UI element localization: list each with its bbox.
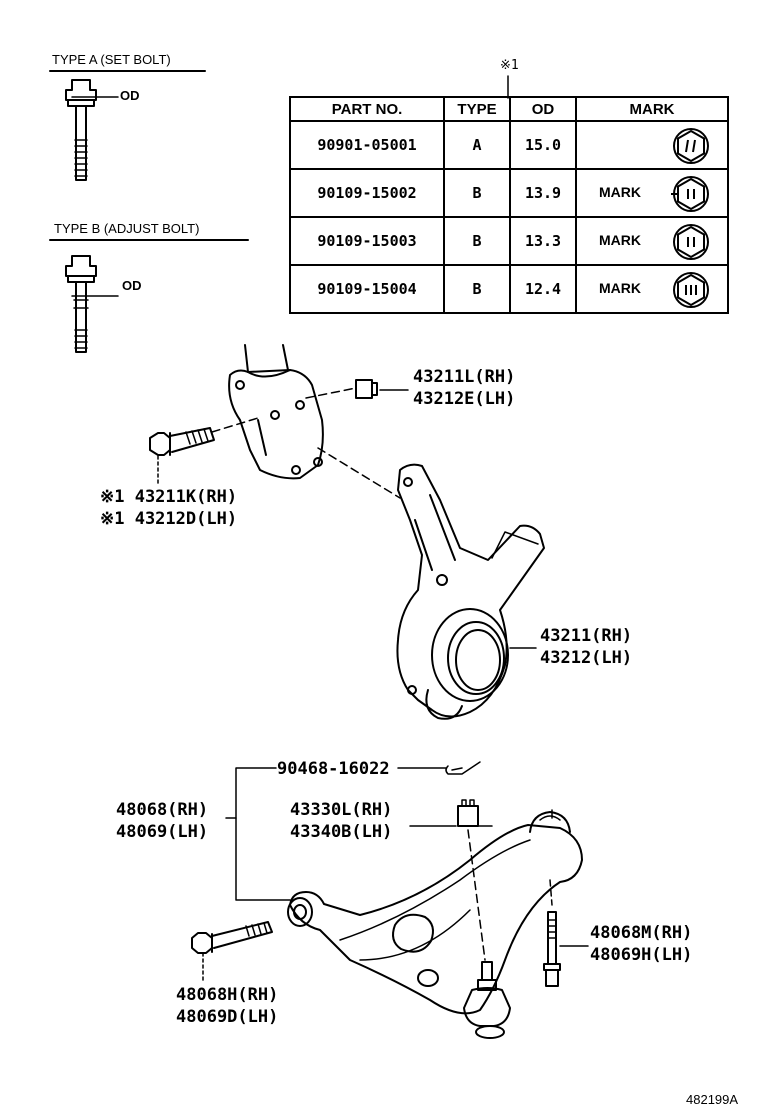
callout-front-bolt-rh: 48068H(RH) [176,985,279,1005]
steering-knuckle-icon [396,463,545,720]
type-a-od-label: OD [120,88,140,103]
lower-control-arm-icon [287,824,583,1015]
mark-word: MARK [599,184,641,200]
callout-lower-arm-rh: 48068(RH) [116,800,209,820]
header-part-no: PART NO. [289,96,445,122]
cell-type: B [443,264,511,314]
callout-rear-bolt-lh: 48069H(LH) [590,945,693,965]
table-header-row: PART NO. TYPE OD MARK [289,96,729,122]
rear-bolt-icon [543,911,561,987]
type-b-od-label: OD [122,278,142,293]
lower-arm-bracket [235,767,291,901]
bolt-spec-table: PART NO. TYPE OD MARK 90901-05001 A 15.0… [289,96,729,314]
callout-nut-top-rh: 43211L(RH) [413,367,516,387]
header-type: TYPE [443,96,511,122]
callout-knuckle-lh: 43212(LH) [540,648,633,668]
mark-word: MARK [599,232,641,248]
cell-mark: MARK [575,216,729,266]
cell-type: B [443,216,511,266]
callout-nut-top-lh: 43212E(LH) [413,389,516,409]
callout-knuckle-rh: 43211(RH) [540,626,633,646]
type-a-title: TYPE A (SET BOLT) [52,52,171,67]
callout-bolt-top-lh: ※1 43212D(LH) [100,509,238,529]
callout-ball-joint-lh: 43340B(LH) [290,822,393,842]
cell-type: B [443,168,511,218]
lower-ball-joint-icon [463,961,511,1039]
mark-symbol-set-bolt-icon [673,128,709,164]
type-b-title: TYPE B (ADJUST BOLT) [54,221,200,236]
table-row: 90901-05001 A 15.0 [289,120,729,170]
cell-od: 15.0 [509,120,577,170]
cell-mark [575,120,729,170]
header-mark: MARK [575,96,729,122]
cell-od: 13.9 [509,168,577,218]
upper-ball-joint-icon [529,809,571,833]
cell-mark: MARK [575,168,729,218]
cell-part-no: 90109-15003 [289,216,445,266]
cell-part-no: 90901-05001 [289,120,445,170]
strut-bracket-icon [228,344,324,480]
mark-symbol-two-line-icon [671,176,709,212]
callout-front-bolt-lh: 48069D(LH) [176,1007,279,1027]
callout-cotter-pin: 90468-16022 [277,759,390,779]
type-a-bolt-icon [65,79,119,181]
cell-od: 13.3 [509,216,577,266]
mark-symbol-two-line-icon [673,224,709,260]
table-row: 90109-15004 B 12.4 MARK [289,264,729,314]
callout-lower-arm-lh: 48069(LH) [116,822,209,842]
table-row: 90109-15002 B 13.9 MARK [289,168,729,218]
mark-symbol-three-line-icon [673,272,709,308]
top-nut-icon [355,379,378,399]
cell-type: A [443,120,511,170]
castle-nut-icon [457,799,479,827]
callout-rear-bolt-rh: 48068M(RH) [590,923,693,943]
front-bolt-icon [191,921,273,954]
callout-bolt-top-rh: ※1 43211K(RH) [100,487,238,507]
table-row: 90109-15003 B 13.3 MARK [289,216,729,266]
cell-mark: MARK [575,264,729,314]
figure-code: 482199A [686,1092,739,1107]
type-b-bolt-icon [65,255,119,353]
od-note-symbol: ※1 [500,58,519,73]
callout-ball-joint-rh: 43330L(RH) [290,800,393,820]
cotter-pin-icon [445,761,481,775]
top-bolt-icon [149,427,215,456]
cell-part-no: 90109-15004 [289,264,445,314]
cell-od: 12.4 [509,264,577,314]
mark-word: MARK [599,280,641,296]
header-od: OD [509,96,577,122]
cell-part-no: 90109-15002 [289,168,445,218]
